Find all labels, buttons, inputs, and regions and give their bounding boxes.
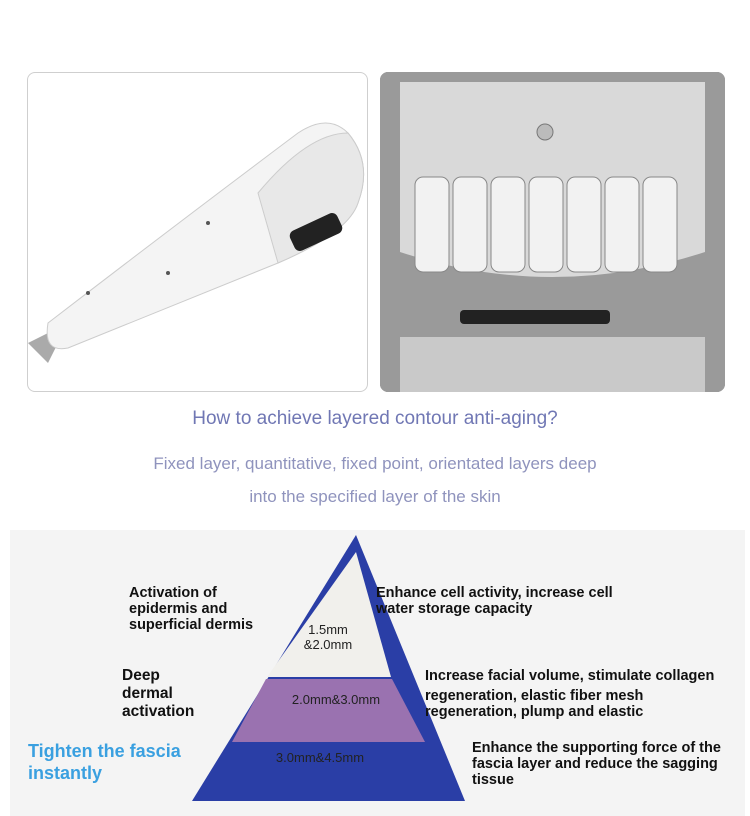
layer-2-depth: 2.0mm&3.0mm [291,692,381,707]
layer-1-right-text: Enhance cell activity, increase cell wat… [376,585,613,617]
layer-2-right-text-2: regeneration, elastic fiber mesh regener… [425,688,644,720]
layer-1-left-text: Activation of epidermis and superficial … [129,585,254,633]
layer-3-right-text: Enhance the supporting force of the fasc… [472,740,721,788]
subtitle-line-1: Fixed layer, quantitative, fixed point, … [153,454,597,473]
handpiece-photo [27,72,368,392]
layer-3-left-text: Tighten the fascia instantly [28,741,181,783]
heading: How to achieve layered contour anti-agin… [192,408,558,429]
layer-1-shape [267,552,391,677]
subtitle-line-2: into the specified layer of the skin [249,487,501,506]
layer-1-depth: 1.5mm &2.0mm [303,622,353,652]
layer-2-left-text: Deep dermal activation [122,667,195,720]
layer-3-depth: 3.0mm&4.5mm [275,750,365,765]
cartridges-photo [380,72,725,392]
layer-2-right-text-1: Increase facial volume, stimulate collag… [425,668,715,684]
layer-2-shape [232,679,425,742]
